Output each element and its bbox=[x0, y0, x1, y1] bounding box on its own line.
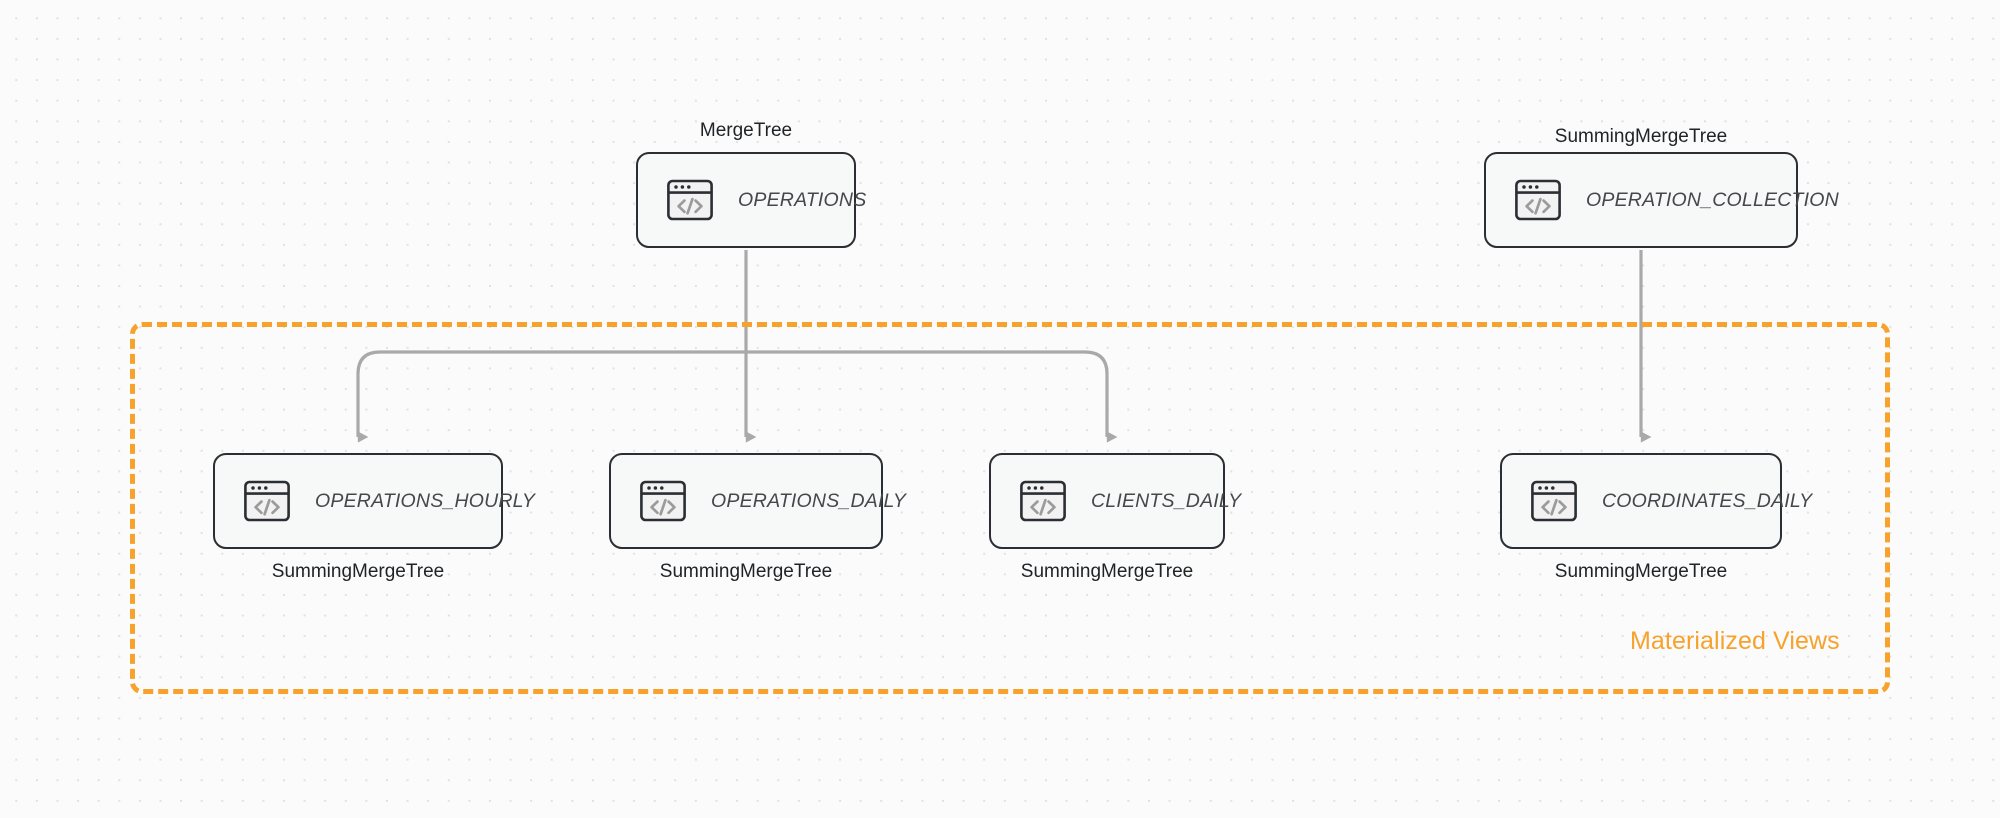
node-operation-collection[interactable]: OPERATION_COLLECTION bbox=[1484, 152, 1839, 248]
node-operations-daily[interactable]: OPERATIONS_DAILY bbox=[609, 453, 906, 549]
node-label: OPERATIONS_DAILY bbox=[711, 489, 907, 512]
node-label: OPERATION_COLLECTION bbox=[1586, 188, 1839, 211]
node-clients-daily[interactable]: CLIENTS_DAILY bbox=[989, 453, 1241, 549]
code-window-icon bbox=[1020, 480, 1066, 522]
node-operations[interactable]: OPERATIONS bbox=[636, 152, 866, 248]
engine-caption-operations-hourly: SummingMergeTree bbox=[271, 561, 445, 582]
engine-caption-clients-daily: SummingMergeTree bbox=[1020, 561, 1194, 582]
node-coordinates-daily[interactable]: COORDINATES_DAILY bbox=[1500, 453, 1812, 549]
materialized-views-group bbox=[130, 322, 1890, 694]
code-window-icon bbox=[244, 480, 290, 522]
engine-caption-operations: MergeTree bbox=[699, 120, 793, 141]
node-label: CLIENTS_DAILY bbox=[1091, 489, 1242, 512]
materialized-views-label: Materialized Views bbox=[1630, 627, 1840, 655]
node-label: COORDINATES_DAILY bbox=[1602, 489, 1813, 512]
engine-caption-operations-daily: SummingMergeTree bbox=[659, 561, 833, 582]
node-label: OPERATIONS bbox=[738, 188, 867, 211]
code-window-icon bbox=[1515, 179, 1561, 221]
code-window-icon bbox=[667, 179, 713, 221]
node-operations-hourly[interactable]: OPERATIONS_HOURLY bbox=[213, 453, 535, 549]
code-window-icon bbox=[640, 480, 686, 522]
node-label: OPERATIONS_HOURLY bbox=[315, 489, 536, 512]
engine-caption-operation-collection: SummingMergeTree bbox=[1554, 126, 1728, 147]
engine-caption-coordinates-daily: SummingMergeTree bbox=[1554, 561, 1728, 582]
code-window-icon bbox=[1531, 480, 1577, 522]
